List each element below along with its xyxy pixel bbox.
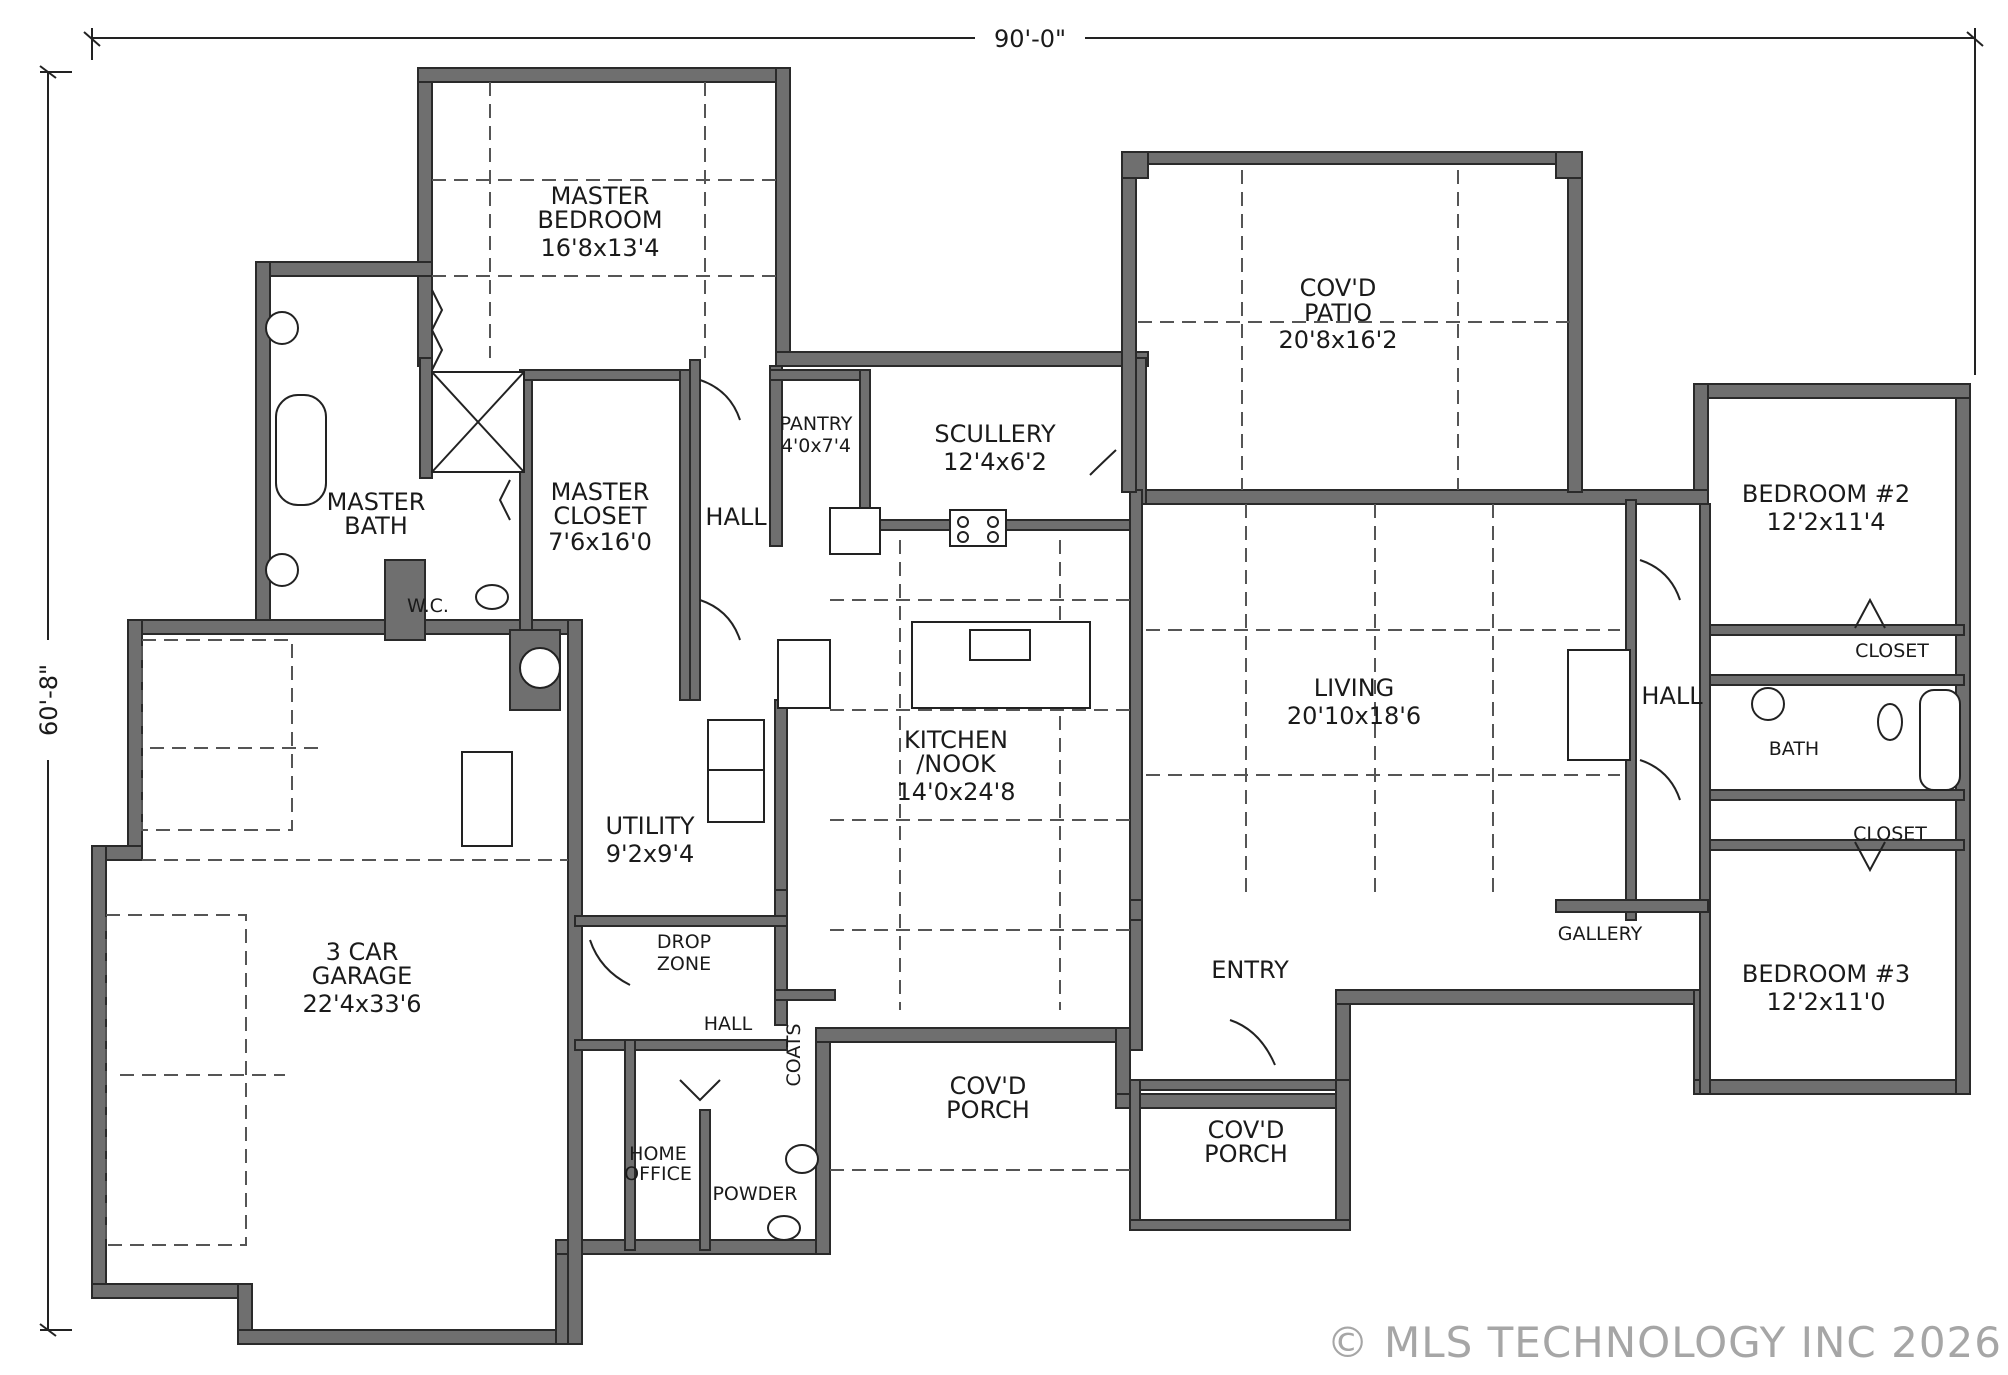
master-sink-lower — [265, 553, 299, 587]
label-bedroom2: BEDROOM #2 — [1742, 480, 1910, 508]
label-drop-zone: DROP — [657, 931, 711, 953]
label-coats: COATS — [783, 1023, 805, 1086]
size-pantry: 4'0x7'4 — [781, 435, 851, 457]
door-swings — [431, 289, 1886, 1102]
refrigerator — [829, 507, 881, 555]
size-kitchen: 14'0x24'8 — [896, 778, 1015, 806]
patio-structure — [1121, 151, 1583, 493]
dryer — [707, 769, 765, 823]
label-hall-master: HALL — [705, 503, 767, 531]
size-bedroom3: 12'2x11'0 — [1766, 988, 1885, 1016]
label-master-bath-2: BATH — [344, 512, 408, 540]
porches — [830, 1079, 1351, 1231]
label-garage: 3 CAR — [326, 938, 399, 966]
size-bedroom2: 12'2x11'4 — [1766, 508, 1885, 536]
label-hall-south: HALL — [704, 1013, 753, 1035]
garage-storage — [461, 751, 513, 847]
ceiling-lines — [105, 82, 1620, 1246]
label-covd-patio: COV'D — [1300, 274, 1377, 302]
copyright-watermark: © MLS TECHNOLOGY INC 2026 — [1326, 1318, 2002, 1367]
label-bedroom3: BEDROOM #3 — [1742, 960, 1910, 988]
master-sink-upper — [265, 311, 299, 345]
size-garage: 22'4x33'6 — [302, 990, 421, 1018]
room-labels: MASTER BEDROOM 16'8x13'4 COV'D PATIO 20'… — [302, 182, 1929, 1205]
bath-toilet-east — [1877, 703, 1903, 741]
bath-sink-east — [1751, 687, 1785, 721]
label-master-closet-2: CLOSET — [553, 502, 647, 530]
label-master-bedroom-2: BEDROOM — [537, 206, 662, 234]
width-dimension: 90'-0" — [994, 25, 1066, 53]
label-master-closet: MASTER — [551, 478, 650, 506]
bath-tub-east — [1919, 689, 1961, 791]
wall-oven — [777, 639, 831, 709]
label-porch-entry: COV'D — [1208, 1116, 1285, 1144]
label-gallery: GALLERY — [1558, 923, 1643, 945]
water-heater — [519, 647, 561, 689]
label-home-office-2: OFFICE — [624, 1163, 692, 1185]
label-porch-entry-2: PORCH — [1204, 1140, 1288, 1168]
size-master-closet: 7'6x16'0 — [548, 528, 652, 556]
size-living: 20'10x18'6 — [1287, 702, 1421, 730]
depth-dimension: 60'-8" — [35, 664, 63, 736]
label-powder: POWDER — [712, 1183, 797, 1205]
size-scullery: 12'4x6'2 — [943, 448, 1047, 476]
exterior-walls — [91, 67, 1971, 1345]
powder-sink — [785, 1144, 819, 1174]
label-bath: BATH — [1769, 738, 1819, 760]
label-master-bedroom: MASTER — [551, 182, 650, 210]
label-drop-zone-2: ZONE — [657, 953, 711, 975]
label-garage-2: GARAGE — [312, 962, 412, 990]
bathtub — [275, 394, 327, 506]
label-home-office: HOME — [629, 1143, 687, 1165]
label-wc: W.C. — [407, 595, 449, 617]
wc-toilet — [475, 584, 509, 610]
label-pantry: PANTRY — [780, 413, 853, 435]
label-kitchen: KITCHEN — [904, 726, 1008, 754]
fixtures — [265, 311, 1961, 1241]
size-covd-patio: 20'8x16'2 — [1278, 326, 1397, 354]
label-utility: UTILITY — [605, 812, 694, 840]
label-living: LIVING — [1314, 674, 1395, 702]
fireplace — [1567, 649, 1631, 761]
label-closet3: CLOSET — [1853, 823, 1927, 845]
label-entry: ENTRY — [1211, 956, 1289, 984]
washer — [707, 719, 765, 773]
label-kitchen-2: /NOOK — [916, 750, 997, 778]
powder-toilet — [767, 1215, 801, 1241]
label-master-bath: MASTER — [327, 488, 426, 516]
label-covd-patio-2: PATIO — [1304, 299, 1372, 327]
label-scullery: SCULLERY — [934, 420, 1056, 448]
size-utility: 9'2x9'4 — [606, 840, 694, 868]
label-hall-east: HALL — [1641, 682, 1703, 710]
label-closet2: CLOSET — [1855, 640, 1929, 662]
label-porch-west-2: PORCH — [946, 1096, 1030, 1124]
size-master-bedroom: 16'8x13'4 — [540, 234, 659, 262]
island-sink — [969, 629, 1031, 661]
label-porch-west: COV'D — [950, 1072, 1027, 1100]
